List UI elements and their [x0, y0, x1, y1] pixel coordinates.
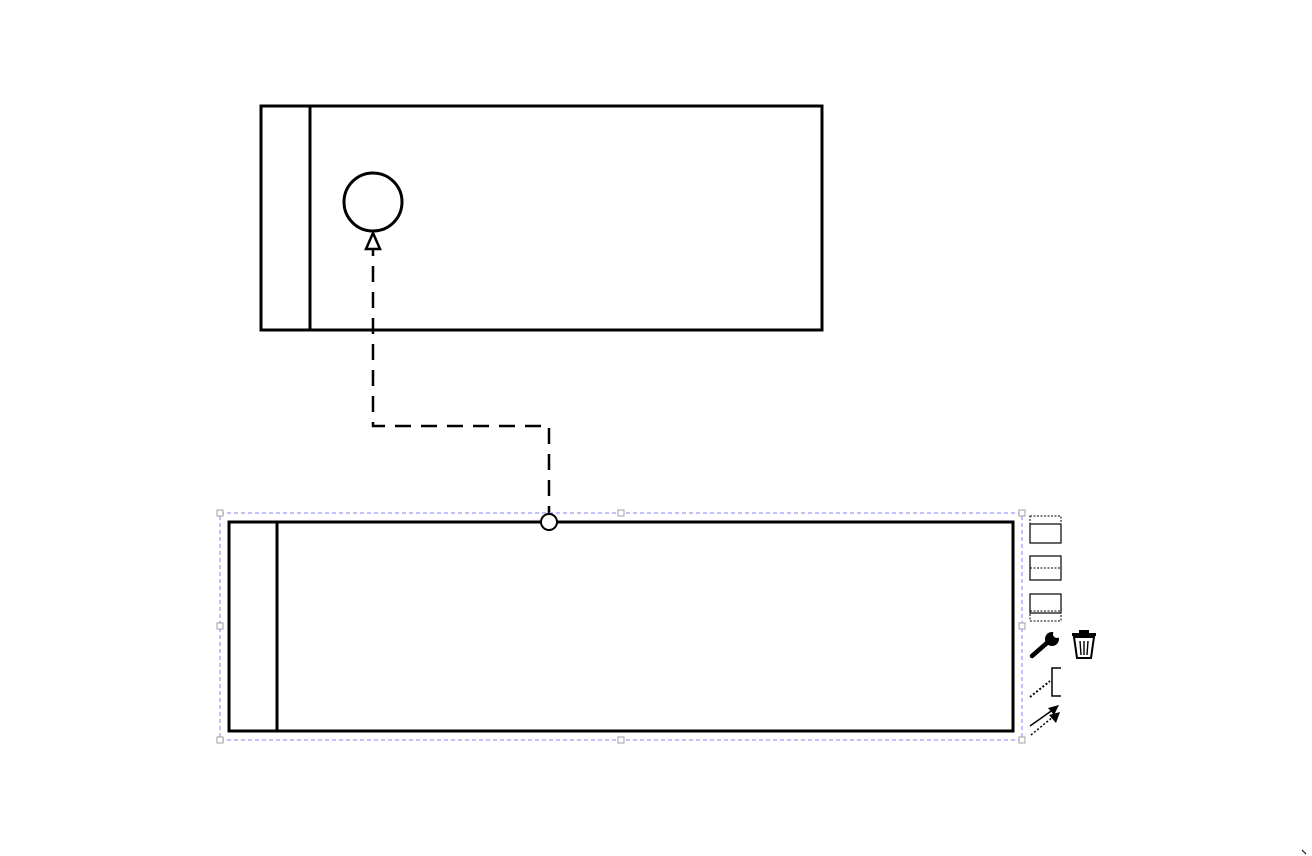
circle-event[interactable]	[342, 171, 404, 233]
wrench-icon[interactable]	[1029, 626, 1063, 659]
trash-icon[interactable]	[1072, 630, 1096, 659]
annotation-icon[interactable]	[1029, 667, 1061, 698]
resize-handle-se[interactable]	[1018, 736, 1026, 744]
lane-above-icon[interactable]	[1029, 515, 1062, 544]
resize-handle-n[interactable]	[617, 509, 625, 517]
corner-grip-icon	[1301, 849, 1307, 855]
resize-handle-e[interactable]	[1018, 622, 1026, 630]
resize-handles[interactable]	[216, 509, 1026, 744]
connector-start-point[interactable]	[540, 513, 558, 531]
pool-bottom-border[interactable]	[227, 520, 1015, 733]
dashed-connector[interactable]	[371, 250, 551, 522]
connect-arrow-icon[interactable]	[1029, 705, 1060, 736]
selection-box	[219, 512, 1023, 741]
lane-divider-icon[interactable]	[1029, 555, 1062, 581]
resize-handle-w[interactable]	[216, 622, 224, 630]
resize-handle-ne[interactable]	[1018, 509, 1026, 517]
connector-arrowhead	[364, 229, 382, 251]
context-toolbar	[1029, 515, 1096, 736]
resize-handle-sw[interactable]	[216, 736, 224, 744]
resize-handle-nw[interactable]	[216, 509, 224, 517]
pool-top-border[interactable]	[259, 104, 824, 332]
resize-handle-s[interactable]	[617, 736, 625, 744]
lane-below-icon[interactable]	[1029, 593, 1062, 622]
pool-bottom[interactable]	[227, 520, 1015, 733]
pool-top[interactable]	[259, 104, 824, 332]
